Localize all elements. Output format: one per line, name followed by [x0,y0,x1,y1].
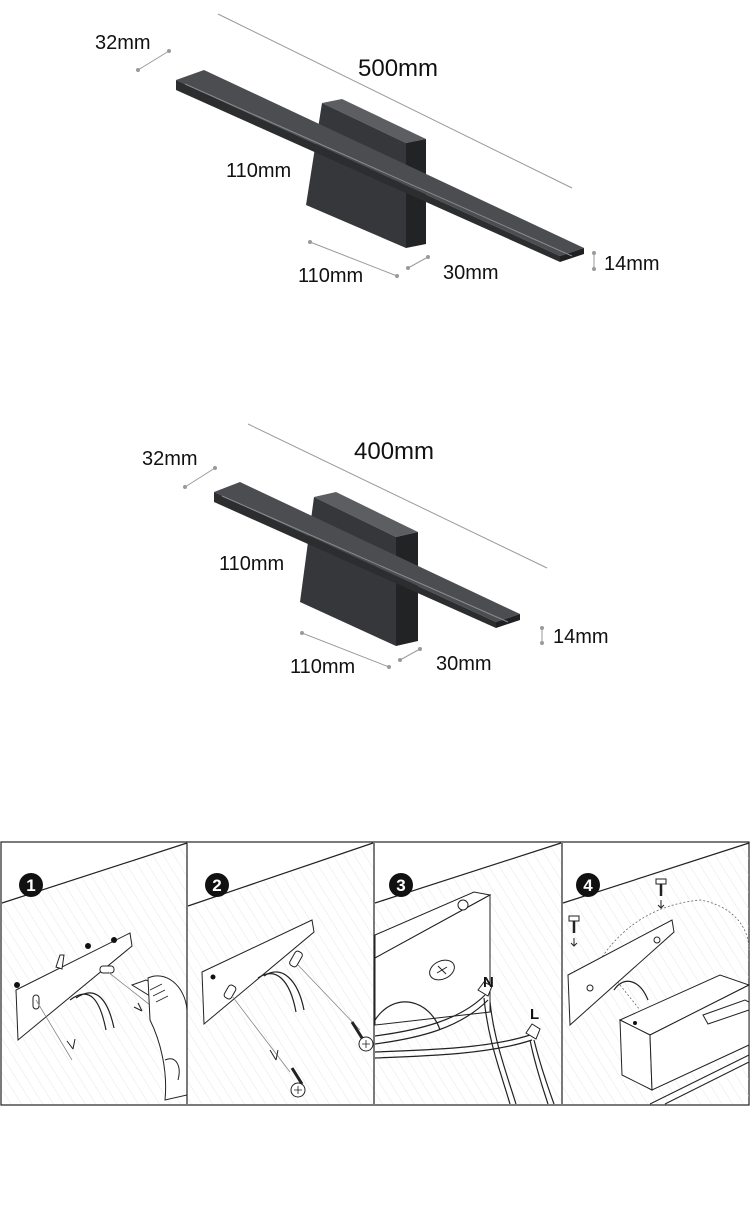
step-number-badge [19,873,43,897]
step-number-badge [389,873,413,897]
bar-width-dimension-line [184,467,216,488]
step-number: 4 [583,876,593,895]
installation-steps: 1 [0,841,750,1106]
screw-icon [350,1021,374,1052]
light-bar [176,70,584,262]
bar-thickness-label: 14mm [604,253,660,275]
base-height-label: 110mm [219,553,284,575]
base-width-label: 110mm [290,656,355,678]
drill-icon [130,975,188,1101]
step-number: 2 [212,876,221,895]
lamp-400-diagram: 400mm 32mm 110mm 110mm 30mm 14mm [142,423,609,678]
base-width-label: 110mm [298,265,363,287]
step-number-badge [576,873,600,897]
length-dimension-line [247,423,548,569]
step-number: 1 [26,876,35,895]
wire-label-neutral: N [483,974,494,991]
base-depth-dimension-line [399,648,421,661]
base-width-dimension-line [301,632,390,668]
bar-width-label: 32mm [142,448,198,470]
length-dimension-line [217,13,573,189]
step-number-badge [205,873,229,897]
step-3-panel: N L 3 [374,842,562,1105]
light-bar [214,482,520,628]
base-height-label: 110mm [226,160,291,182]
base-width-dimension-line [309,241,398,277]
step-number: 3 [396,876,405,895]
screw-icon [290,1067,306,1098]
bar-thickness-label: 14mm [553,626,609,648]
bar-width-dimension-line [137,50,170,71]
step-4-panel: 4 [562,842,750,1105]
screw-icon [655,878,667,909]
base-depth-label: 30mm [436,653,492,675]
step-1-panel: 1 [1,842,188,1104]
step-2-panel: 2 [187,842,374,1104]
bar-width-label: 32mm [95,32,151,54]
length-label: 400mm [354,438,434,465]
screw-icon [568,915,580,947]
wire-label-live: L [530,1006,539,1023]
base-depth-label: 30mm [443,262,499,284]
lamp-500-diagram: 500mm 32mm 110mm 110mm 30mm 14mm [95,13,660,287]
length-label: 500mm [358,55,438,82]
base-depth-dimension-line [407,256,429,269]
